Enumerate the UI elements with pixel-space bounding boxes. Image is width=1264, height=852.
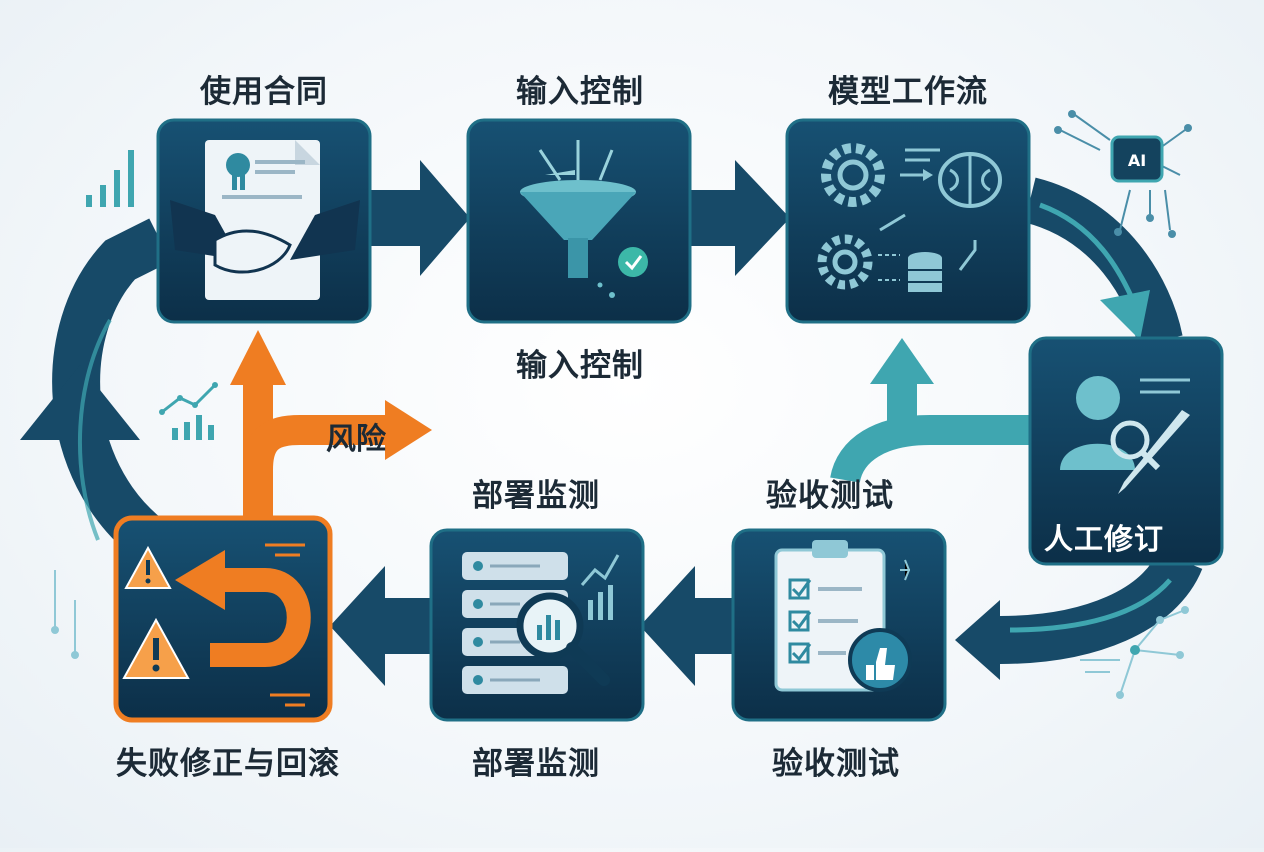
decor-bars-left-top	[86, 150, 134, 207]
acceptance-test-tile	[731, 528, 947, 722]
label-acceptance-top: 验收测试	[766, 478, 894, 514]
risk-arrows	[230, 330, 432, 520]
model-workflow-tile	[785, 118, 1031, 324]
decor-line-chart-left	[159, 382, 218, 440]
contract-tile	[156, 118, 372, 324]
feedback-arrow-stem	[887, 380, 917, 440]
left-loop-inner	[77, 318, 112, 541]
decor-dots-left-bottom	[51, 570, 79, 659]
rollback-tile	[113, 515, 333, 723]
label-risk: 风险	[326, 422, 386, 457]
arrow-contract-input	[365, 190, 425, 246]
handshake-contract-icon	[170, 140, 360, 300]
monitoring-tile	[429, 528, 645, 722]
feedback-arrow-head	[870, 338, 934, 384]
decor-network-right-bottom	[1080, 606, 1189, 699]
label-rollback: 失败修正与回滚	[116, 746, 340, 782]
label-monitoring-bottom: 部署监测	[472, 746, 600, 782]
label-monitoring-top: 部署监测	[472, 478, 600, 514]
arrow-monitor-rollback	[380, 598, 434, 654]
gears-brain-database-icon	[817, 143, 1002, 292]
right-top-arc	[1023, 177, 1183, 346]
right-bottom-arc-head	[955, 600, 1000, 680]
risk-arrow-up-head	[230, 330, 286, 385]
reviewer-pen-icon	[1060, 376, 1190, 494]
arrow-monitor-rollback-head	[330, 566, 385, 686]
feedback-arrow	[830, 415, 1030, 484]
arrow-input-workflow	[688, 190, 738, 246]
ai-chip-text: AI	[1128, 151, 1146, 170]
funnel-icon	[520, 140, 648, 298]
label-model-workflow: 模型工作流	[828, 74, 988, 110]
right-top-arc-head	[1100, 290, 1150, 340]
ai-chip-icon: AI	[1054, 110, 1192, 238]
risk-arrow-right	[243, 415, 390, 471]
arrow-accept-monitor-head	[640, 566, 695, 686]
arrow-input-workflow-head	[735, 160, 790, 276]
right-bottom-arc	[999, 549, 1203, 664]
warning-undo-icon	[122, 543, 311, 707]
input-control-tile	[466, 118, 692, 324]
clipboard-checklist-icon	[774, 540, 912, 692]
left-loop-arrowhead	[20, 365, 140, 440]
label-input-control-top: 输入控制	[516, 74, 644, 110]
manual-revision-tile	[1028, 336, 1224, 566]
label-contract: 使用合同	[200, 74, 328, 110]
label-input-control-bottom: 输入控制	[516, 348, 644, 384]
cycle-arrows	[20, 160, 1203, 686]
risk-arrow-right-head	[385, 400, 432, 460]
arrow-contract-input-head	[420, 160, 470, 276]
label-acceptance-bottom: 验收测试	[772, 746, 900, 782]
server-magnifier-icon	[462, 552, 620, 694]
right-bottom-arc-inner	[1009, 578, 1172, 633]
label-manual-revision: 人工修订	[1044, 522, 1165, 556]
right-top-arc-inner	[1039, 202, 1138, 306]
